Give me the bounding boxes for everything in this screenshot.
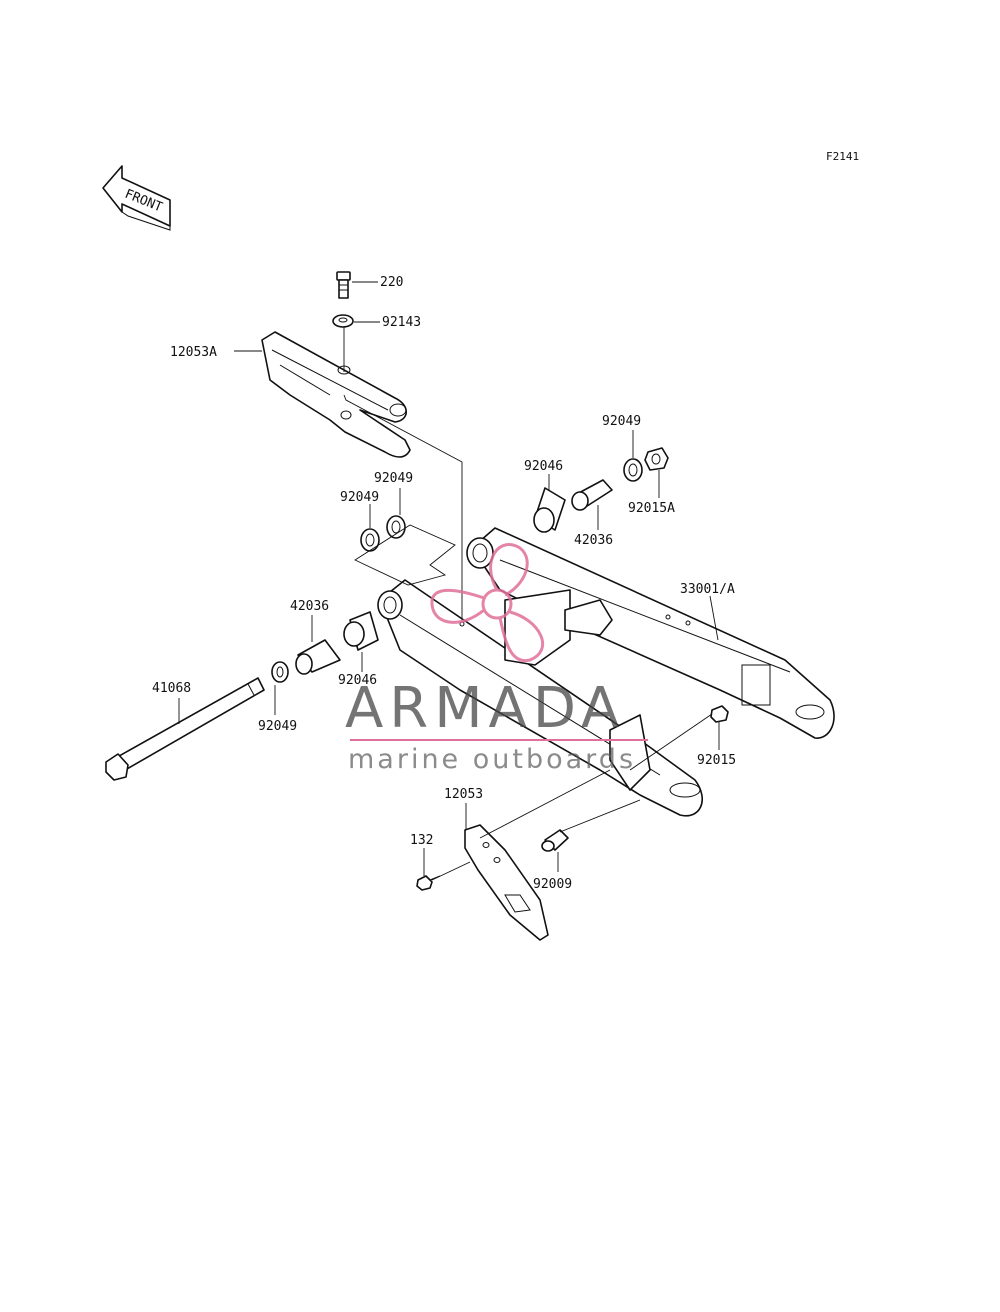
label-92009: 92009: [533, 877, 572, 892]
label-92143: 92143: [382, 315, 421, 330]
nut-92015A-icon: [644, 447, 669, 471]
pivot-shaft-41068-icon: [105, 677, 265, 781]
armada-logo-icon: [430, 543, 544, 663]
diagram-code: F2141: [826, 150, 860, 163]
watermark-tagline: marine outboards: [348, 744, 637, 775]
nut-92015-icon: [710, 705, 729, 723]
label-92015: 92015: [697, 753, 736, 768]
label-92046-left: 92046: [338, 673, 377, 688]
seal-92049-bottom-icon: [271, 661, 289, 683]
label-33001A: 33001/A: [680, 582, 735, 597]
watermark-brand: ARMADA: [345, 676, 626, 741]
seal-92049-left2-icon: [386, 515, 406, 539]
label-92049-top: 92049: [602, 414, 641, 429]
bolt-92009-icon: [541, 829, 569, 852]
collar-42036-left-icon: [295, 639, 341, 675]
needle-bearing-92046-top-icon: [533, 487, 566, 533]
swingarm-33001A-icon: [377, 527, 835, 817]
leader-lines: [178, 281, 720, 881]
label-42036-top: 42036: [574, 533, 613, 548]
label-42036-left: 42036: [290, 599, 329, 614]
label-92049-bottom: 92049: [258, 719, 297, 734]
chain-guide-12053A-icon: [261, 331, 411, 458]
washer-92143-icon: [332, 314, 354, 328]
bolt-132-icon: [416, 875, 441, 891]
label-12053: 12053: [444, 787, 483, 802]
label-92049-left1: 92049: [340, 490, 379, 505]
collar-42036-top-icon: [571, 479, 613, 511]
bolt-220-icon: [336, 271, 351, 299]
label-92015A: 92015A: [628, 501, 675, 516]
label-92049-left2: 92049: [374, 471, 413, 486]
label-12053A: 12053A: [170, 345, 217, 360]
seal-92049-top-icon: [623, 458, 643, 482]
label-132: 132: [410, 833, 433, 848]
chain-guide-12053-icon: [464, 824, 549, 941]
label-41068: 41068: [152, 681, 191, 696]
seal-92049-left1-icon: [360, 528, 380, 552]
label-220: 220: [380, 275, 403, 290]
needle-bearing-92046-left-icon: [343, 611, 379, 651]
label-92046-top: 92046: [524, 459, 563, 474]
front-arrow-icon: FRONT: [102, 165, 171, 231]
